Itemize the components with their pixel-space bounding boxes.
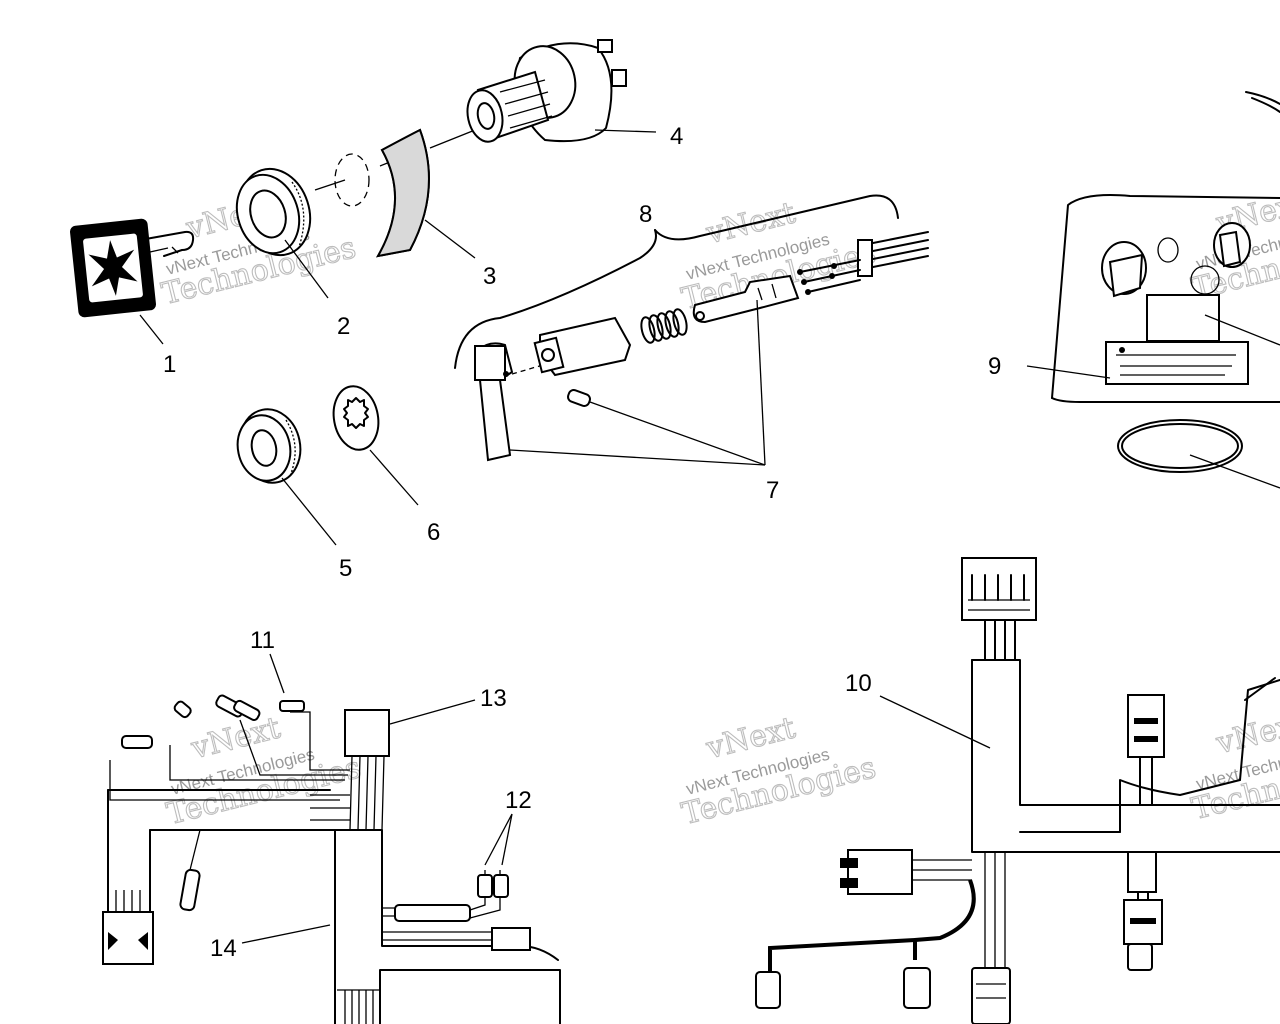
callout-5: 5 — [339, 555, 352, 582]
harness-left — [102, 694, 561, 1024]
key-part-1 — [69, 218, 195, 318]
dash-panel-part-9 — [1051, 91, 1280, 473]
callout-11: 11 — [250, 627, 275, 654]
callout-10: 10 — [845, 670, 872, 697]
callout-6: 6 — [427, 519, 440, 546]
callout-13: 13 — [480, 685, 507, 712]
lever-parts-part-7 — [474, 274, 800, 462]
star-washer-part-6 — [332, 385, 380, 451]
callout-3: 3 — [483, 263, 496, 290]
callout-8: 8 — [639, 201, 652, 228]
shield-part-3 — [376, 128, 430, 258]
callout-1: 1 — [163, 351, 176, 378]
ignition-switch-part-4 — [466, 39, 627, 143]
callout-4: 4 — [670, 123, 683, 150]
callout-14: 14 — [210, 935, 237, 962]
switch-assembly-part-8 — [454, 194, 929, 369]
callout-labels: 1 2 3 4 5 6 7 8 9 10 11 12 13 14 — [163, 123, 1001, 962]
callout-7: 7 — [766, 477, 779, 504]
leader-lines — [139, 129, 1280, 944]
callout-9: 9 — [988, 353, 1001, 380]
ring-nut-part-5 — [236, 408, 302, 484]
nut-part-2 — [235, 167, 312, 257]
callout-2: 2 — [337, 313, 350, 340]
harness-right — [755, 557, 1280, 1024]
callout-12: 12 — [505, 787, 532, 814]
